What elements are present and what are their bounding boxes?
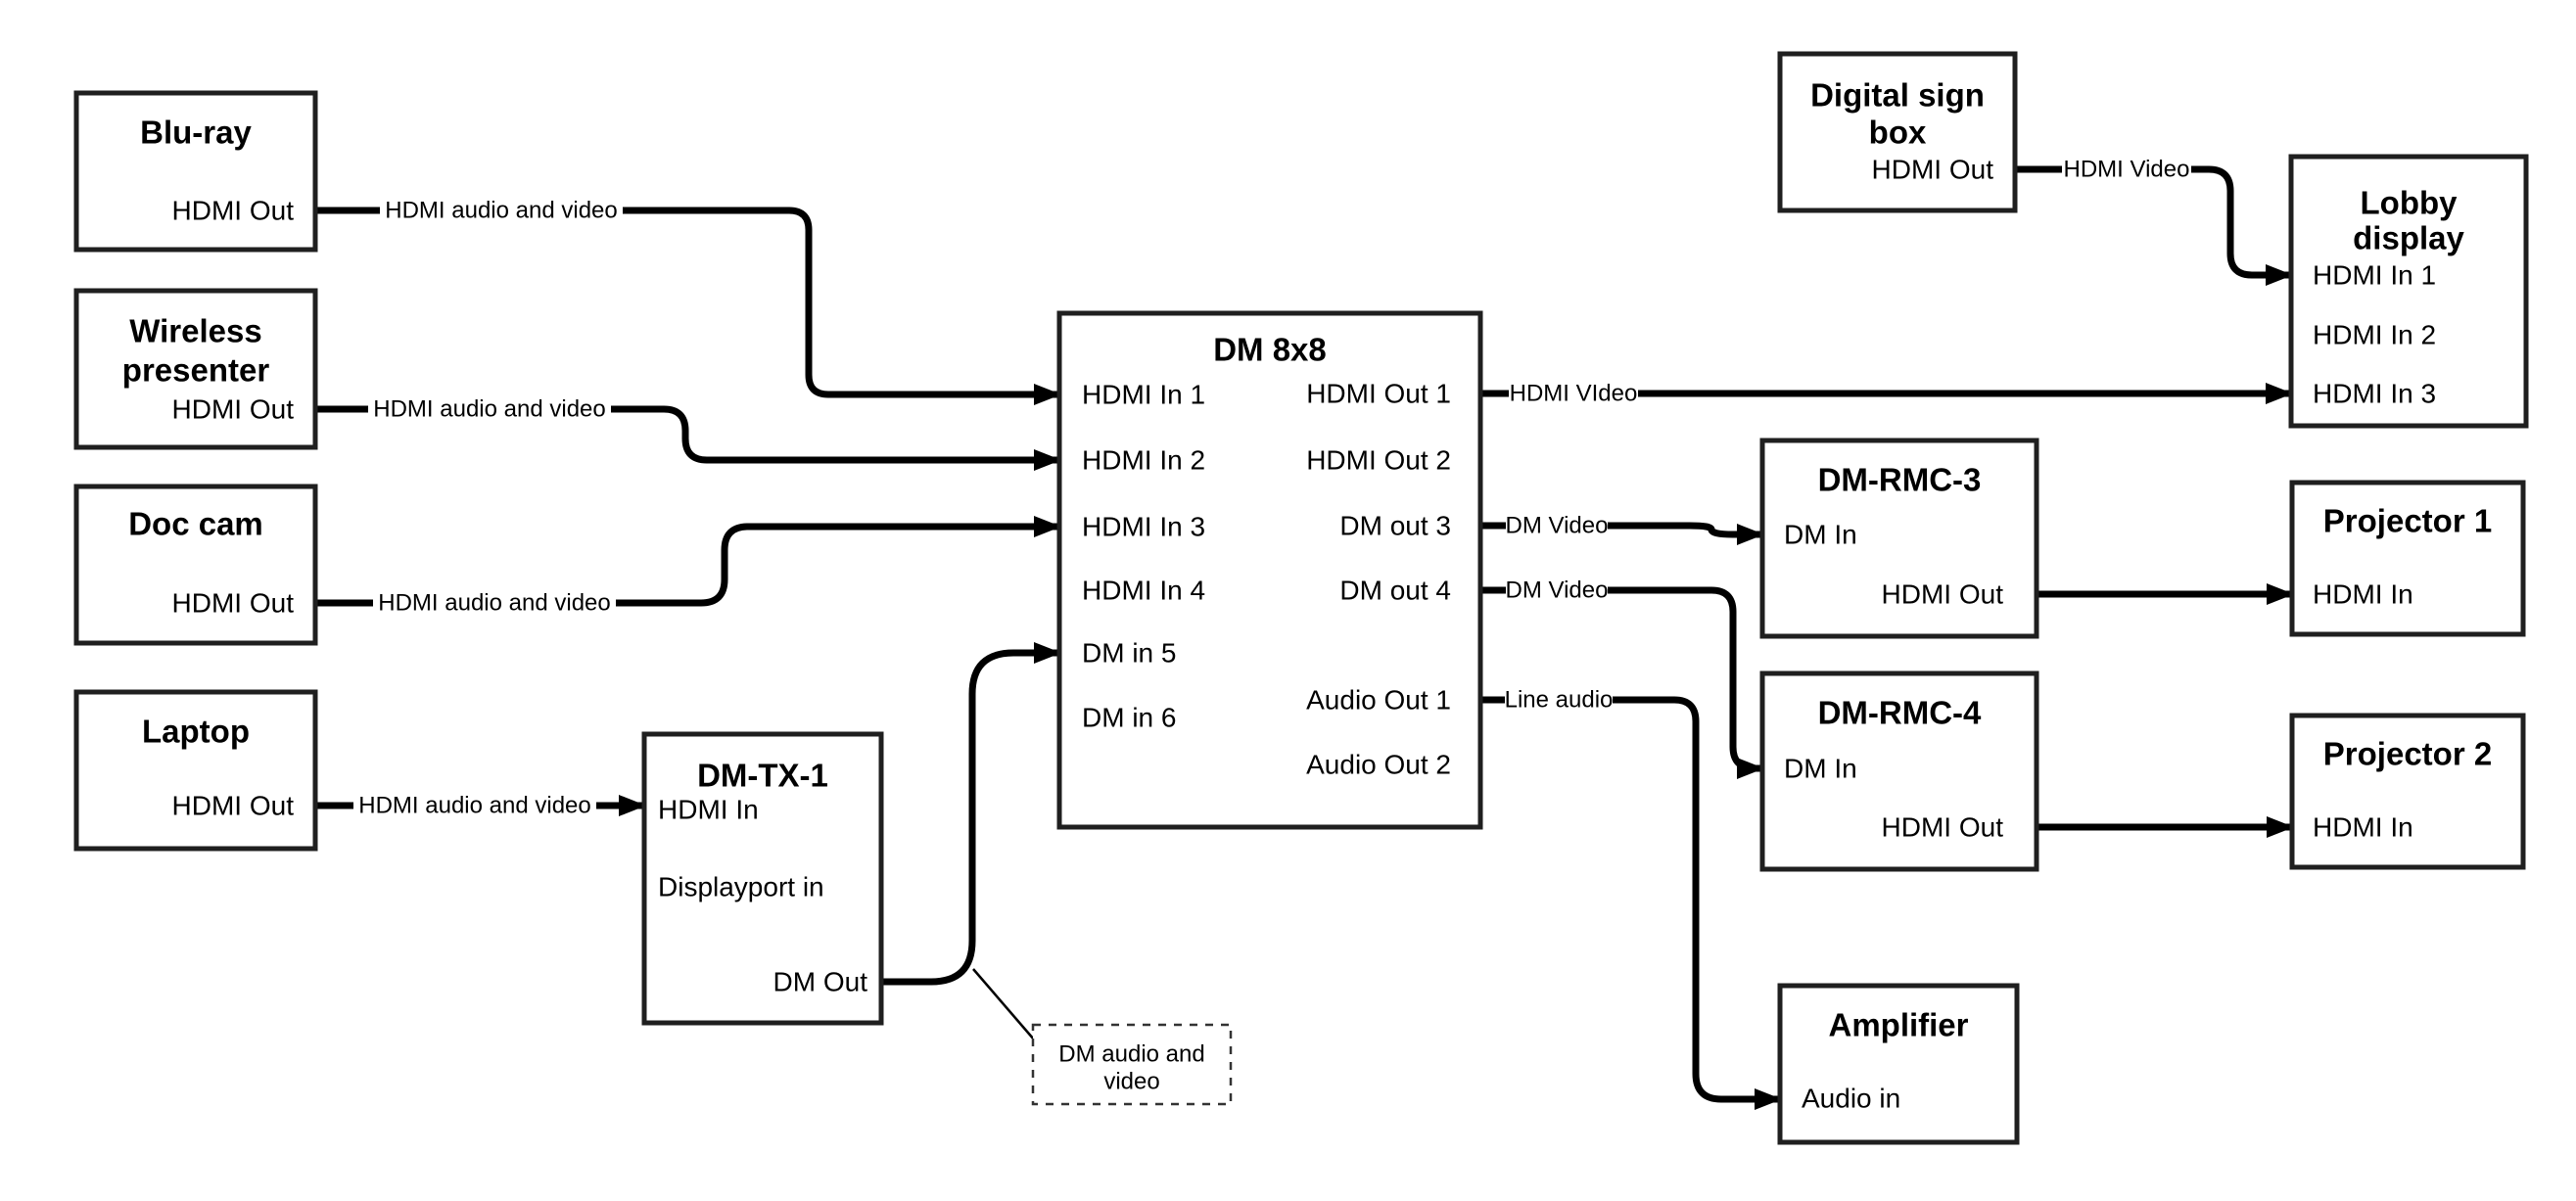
- edge-label-line-audio: Line audio: [1505, 687, 1614, 714]
- lobby-display-title-line2: display: [2353, 220, 2464, 256]
- annotation-box: [1031, 1023, 1233, 1106]
- edge-digitalsign-to-lobby-hdmi-in-1: [2015, 165, 2291, 275]
- wireless-presenter-title-line1: Wireless: [129, 313, 261, 349]
- dm-tx-1-port-displayport-in: Displayport in: [658, 872, 824, 902]
- edge-label-dm-video-3: DM Video: [1506, 513, 1609, 539]
- dm-8x8-port-hdmi-in-4: HDMI In 4: [1082, 576, 1205, 606]
- edge-dm8x8-audio-out-1-to-amplifier: [1480, 696, 1780, 1099]
- node-lobby-display: Lobby display HDMI In 1 HDMI In 2 HDMI I…: [2288, 154, 2529, 429]
- edge-doccam-to-dm8x8-hdmi-in-3: [315, 527, 1059, 607]
- bluray-title: Blu-ray: [140, 115, 252, 151]
- node-projector-1: Projector 1 HDMI In: [2289, 480, 2526, 637]
- dm-rmc-4-box: [1759, 670, 2039, 872]
- amplifier-box: [1777, 983, 2020, 1145]
- projector-2-port-hdmi-in: HDMI In: [2313, 812, 2413, 843]
- lobby-display-port-hdmi-in-3: HDMI In 3: [2313, 379, 2436, 409]
- edge-label-dm-video-4: DM Video: [1506, 577, 1609, 604]
- dm-rmc-3-title: DM-RMC-3: [1818, 462, 1982, 498]
- dm-8x8-port-hdmi-out-1: HDMI Out 1: [1306, 379, 1451, 409]
- node-dm-8x8: DM 8x8 HDMI In 1 HDMI In 2 HDMI In 3 HDM…: [1056, 310, 1483, 830]
- digital-sign-box-title-line2: box: [1869, 115, 1927, 151]
- edge-label-doccam: HDMI audio and video: [378, 590, 610, 617]
- bluray-box: [73, 90, 318, 253]
- edge-label-wireless: HDMI audio and video: [373, 396, 605, 423]
- dm-tx-1-box: [641, 731, 884, 1026]
- dm-rmc-3-box: [1759, 438, 2039, 639]
- laptop-title: Laptop: [142, 714, 250, 750]
- annotation-text-line1: DM audio and: [1058, 1041, 1204, 1068]
- node-projector-2: Projector 2 HDMI In: [2289, 713, 2526, 870]
- annotation-dm-audio-video: DM audio and video: [1031, 1023, 1233, 1106]
- edge-label-laptop: HDMI audio and video: [358, 793, 590, 819]
- node-dm-tx-1: DM-TX-1 HDMI In Displayport in DM Out: [641, 731, 884, 1026]
- dm-rmc-3-port-dm-in: DM In: [1784, 520, 1857, 550]
- digital-sign-box-port-hdmi-out: HDMI Out: [1872, 155, 1994, 185]
- dm-8x8-port-hdmi-in-1: HDMI In 1: [1082, 380, 1205, 410]
- edge-label-bluray: HDMI audio and video: [385, 198, 617, 224]
- projector-2-title: Projector 2: [2323, 736, 2492, 772]
- annotation-text-line2: video: [1103, 1069, 1159, 1095]
- wireless-presenter-box: [73, 288, 318, 450]
- projector-2-box: [2289, 713, 2526, 870]
- edges: [315, 165, 2292, 1099]
- wireless-presenter-title-line2: presenter: [122, 352, 270, 389]
- laptop-port-hdmi-out: HDMI Out: [172, 791, 295, 821]
- bluray-port-hdmi-out: HDMI Out: [172, 196, 295, 226]
- edge-dmtx1-dmout-to-dm8x8-dm-in-5: [881, 642, 1061, 986]
- edge-label-hdmi-video-out1: HDMI VIdeo: [1510, 381, 1638, 407]
- lobby-display-port-hdmi-in-2: HDMI In 2: [2313, 320, 2436, 350]
- edge-labels: HDMI audio and video HDMI audio and vide…: [358, 157, 2189, 819]
- amplifier-port-audio-in: Audio in: [1802, 1084, 1900, 1114]
- doc-cam-box: [73, 484, 318, 646]
- projector-1-box: [2289, 480, 2526, 637]
- dm-8x8-port-hdmi-in-2: HDMI In 2: [1082, 445, 1205, 476]
- dm-8x8-title: DM 8x8: [1213, 332, 1327, 368]
- dm-8x8-port-dm-out-3: DM out 3: [1339, 511, 1451, 541]
- dm-tx-1-port-dm-out: DM Out: [773, 967, 868, 997]
- wireless-presenter-port-hdmi-out: HDMI Out: [172, 394, 295, 425]
- lobby-display-box: [2288, 154, 2529, 429]
- node-amplifier: Amplifier Audio in: [1777, 983, 2020, 1145]
- node-digital-sign-box: Digital sign box HDMI Out: [1777, 51, 2018, 213]
- dm-8x8-port-dm-in-6: DM in 6: [1082, 703, 1176, 733]
- edge-label-hdmi-video-sign: HDMI Video: [2064, 157, 2190, 183]
- dm-rmc-3-port-hdmi-out: HDMI Out: [1882, 579, 2004, 610]
- doc-cam-port-hdmi-out: HDMI Out: [172, 588, 295, 619]
- edge-bluray-to-dm8x8-hdmi-in-1: [315, 207, 1059, 394]
- dm-8x8-port-audio-out-1: Audio Out 1: [1306, 685, 1451, 716]
- node-dm-rmc-3: DM-RMC-3 DM In HDMI Out: [1759, 438, 2039, 639]
- laptop-box: [73, 689, 318, 852]
- dm-rmc-4-port-hdmi-out: HDMI Out: [1882, 812, 2004, 843]
- lobby-display-title-line1: Lobby: [2361, 185, 2459, 221]
- edge-wireless-to-dm8x8-hdmi-in-2: [315, 405, 1059, 460]
- projector-1-port-hdmi-in: HDMI In: [2313, 579, 2413, 610]
- dm-8x8-box: [1056, 310, 1483, 830]
- node-dm-rmc-4: DM-RMC-4 DM In HDMI Out: [1759, 670, 2039, 872]
- dm-8x8-port-hdmi-in-3: HDMI In 3: [1082, 512, 1205, 542]
- node-bluray: Blu-ray HDMI Out: [73, 90, 318, 253]
- dm-rmc-4-title: DM-RMC-4: [1818, 695, 1982, 731]
- node-doc-cam: Doc cam HDMI Out: [73, 484, 318, 646]
- lobby-display-port-hdmi-in-1: HDMI In 1: [2313, 260, 2436, 291]
- dm-8x8-port-hdmi-out-2: HDMI Out 2: [1306, 445, 1451, 476]
- dm-tx-1-title: DM-TX-1: [697, 758, 828, 794]
- dm-8x8-port-audio-out-2: Audio Out 2: [1306, 750, 1451, 780]
- digital-sign-box-box: [1777, 51, 2018, 213]
- edge-dm8x8-dm-out-4-to-rmc4-dm-in: [1480, 586, 1762, 768]
- doc-cam-title: Doc cam: [128, 506, 263, 542]
- dm-tx-1-port-hdmi-in: HDMI In: [658, 795, 759, 825]
- edge-dm8x8-dm-out-3-to-rmc3-dm-in: [1480, 526, 1762, 534]
- digital-sign-box-title-line1: Digital sign: [1810, 77, 1985, 114]
- dm-rmc-4-port-dm-in: DM In: [1784, 754, 1857, 784]
- projector-1-title: Projector 1: [2323, 503, 2492, 539]
- amplifier-title: Amplifier: [1828, 1007, 1968, 1043]
- annotation-leader-line: [972, 968, 1035, 1040]
- dm-8x8-port-dm-out-4: DM out 4: [1339, 576, 1451, 606]
- dm-8x8-port-dm-in-5: DM in 5: [1082, 638, 1176, 669]
- node-wireless-presenter: Wireless presenter HDMI Out: [73, 288, 318, 450]
- node-laptop: Laptop HDMI Out: [73, 689, 318, 852]
